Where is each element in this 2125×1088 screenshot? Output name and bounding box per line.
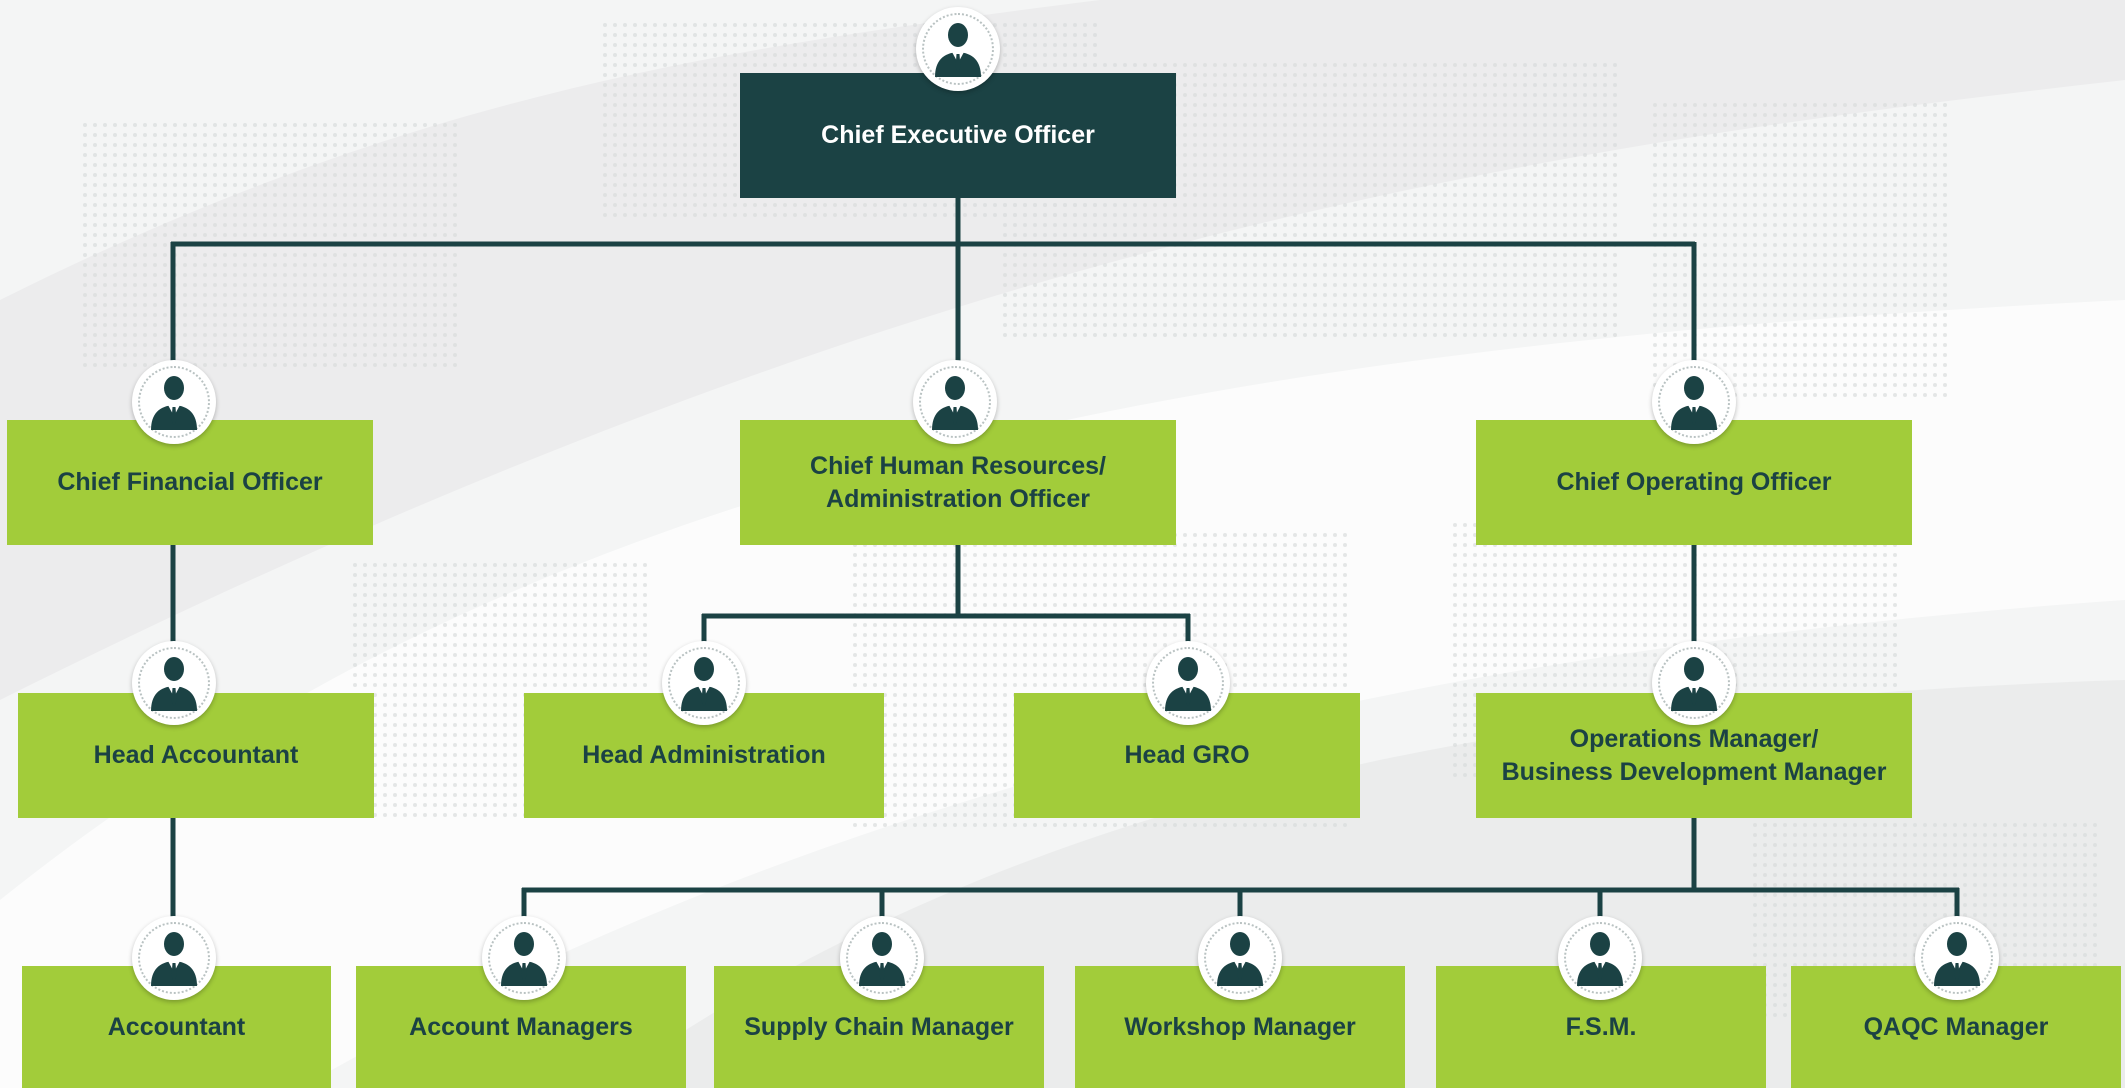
- qaqc-manager-avatar: [1915, 916, 1999, 1000]
- qaqc-manager-title: QAQC Manager: [1863, 1012, 2049, 1041]
- chro-title: Chief Human Resources/ Administration Of…: [810, 452, 1106, 513]
- ceo-box: Chief Executive Officer: [740, 73, 1176, 198]
- coo-avatar: [1652, 360, 1736, 444]
- supply-chain-manager-avatar: [840, 916, 924, 1000]
- head-administration-title: Head Administration: [582, 741, 826, 770]
- head-gro-title: Head GRO: [1124, 741, 1250, 770]
- accountant-title: Accountant: [107, 1012, 246, 1041]
- supply-chain-manager-title: Supply Chain Manager: [744, 1012, 1014, 1041]
- person-suit-icon: [1577, 932, 1623, 986]
- account-managers-title: Account Managers: [409, 1012, 633, 1041]
- fsm-avatar: [1558, 916, 1642, 1000]
- person-suit-icon: [1671, 657, 1717, 711]
- person-suit-icon: [151, 376, 197, 430]
- person-suit-icon: [1165, 657, 1211, 711]
- person-suit-icon: [935, 23, 981, 77]
- person-suit-icon: [151, 932, 197, 986]
- head-administration-avatar: [662, 641, 746, 725]
- ops-manager-avatar: [1652, 641, 1736, 725]
- head-accountant-title: Head Accountant: [93, 741, 299, 770]
- person-suit-icon: [1671, 376, 1717, 430]
- fsm-title: F.S.M.: [1565, 1012, 1637, 1041]
- account-managers-box: Account Managers: [356, 966, 686, 1088]
- head-gro-avatar: [1146, 641, 1230, 725]
- account-managers-avatar: [482, 916, 566, 1000]
- ceo-title: Chief Executive Officer: [821, 121, 1095, 150]
- workshop-manager-avatar: [1198, 916, 1282, 1000]
- coo-title: Chief Operating Officer: [1556, 468, 1832, 497]
- cfo-title: Chief Financial Officer: [57, 468, 323, 497]
- chro-avatar: [913, 360, 997, 444]
- supply-chain-manager-box: Supply Chain Manager: [714, 966, 1044, 1088]
- person-suit-icon: [859, 932, 905, 986]
- person-suit-icon: [932, 376, 978, 430]
- ceo-avatar: [916, 7, 1000, 91]
- cfo-avatar: [132, 360, 216, 444]
- person-suit-icon: [681, 657, 727, 711]
- person-suit-icon: [151, 657, 197, 711]
- workshop-manager-title: Workshop Manager: [1124, 1012, 1356, 1041]
- person-suit-icon: [1217, 932, 1263, 986]
- person-suit-icon: [501, 932, 547, 986]
- person-suit-icon: [1934, 932, 1980, 986]
- head-accountant-avatar: [132, 641, 216, 725]
- accountant-avatar: [132, 916, 216, 1000]
- ops-manager-title: Operations Manager/ Business Development…: [1501, 725, 1887, 786]
